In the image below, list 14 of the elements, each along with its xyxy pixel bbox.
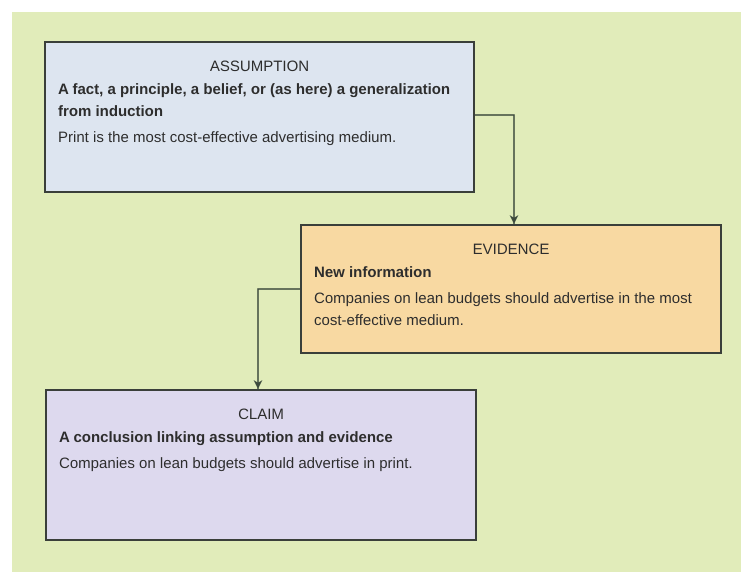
box-subheading: A conclusion linking assumption and evidence — [59, 428, 394, 448]
arrow — [475, 114, 518, 224]
box-heading: CLAIM — [237, 405, 285, 425]
text-box — [45, 389, 477, 541]
box-example: Companies on lean budgets should advertise in the most cost-effective medium. — [314, 289, 693, 331]
text-box — [44, 41, 475, 193]
box-subheading: A fact, a principle, a belief, or (as here) a generalization from induction — [58, 80, 452, 122]
arrow — [254, 288, 300, 389]
box-heading: EVIDENCE — [472, 240, 550, 260]
text-box — [300, 224, 722, 354]
box-heading: ASSUMPTION — [208, 57, 310, 77]
box-subheading: New information — [314, 263, 433, 283]
box-example: Companies on lean budgets should advertise in print. — [59, 454, 414, 474]
box-example: Print is the most cost-effective advertising medium. — [58, 128, 398, 148]
